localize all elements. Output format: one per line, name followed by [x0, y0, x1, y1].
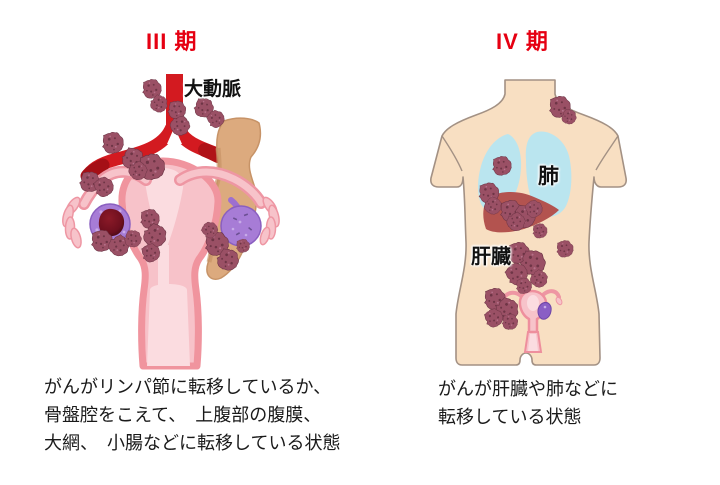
pelvic-uterus	[502, 289, 563, 353]
lung-label: 肺	[538, 165, 559, 188]
stage4-title: IV 期	[496, 29, 549, 54]
stage3-title: III 期	[146, 29, 198, 54]
stage3-caption: がんがリンパ節に転移しているか、骨盤腔をこえて、 上腹部の腹膜、大網、 小腸など…	[44, 377, 341, 453]
stage4-illustration	[430, 79, 627, 366]
stage3-illustration	[62, 74, 280, 370]
uterus	[118, 157, 222, 370]
liver-label: 肝臓	[471, 246, 511, 268]
left-fimbria	[62, 196, 82, 249]
right-fimbria	[259, 196, 280, 246]
aorta-label: 大動脈	[184, 79, 242, 100]
stage4-caption: がんが肝臓や肺などに転移している状態	[438, 379, 618, 427]
